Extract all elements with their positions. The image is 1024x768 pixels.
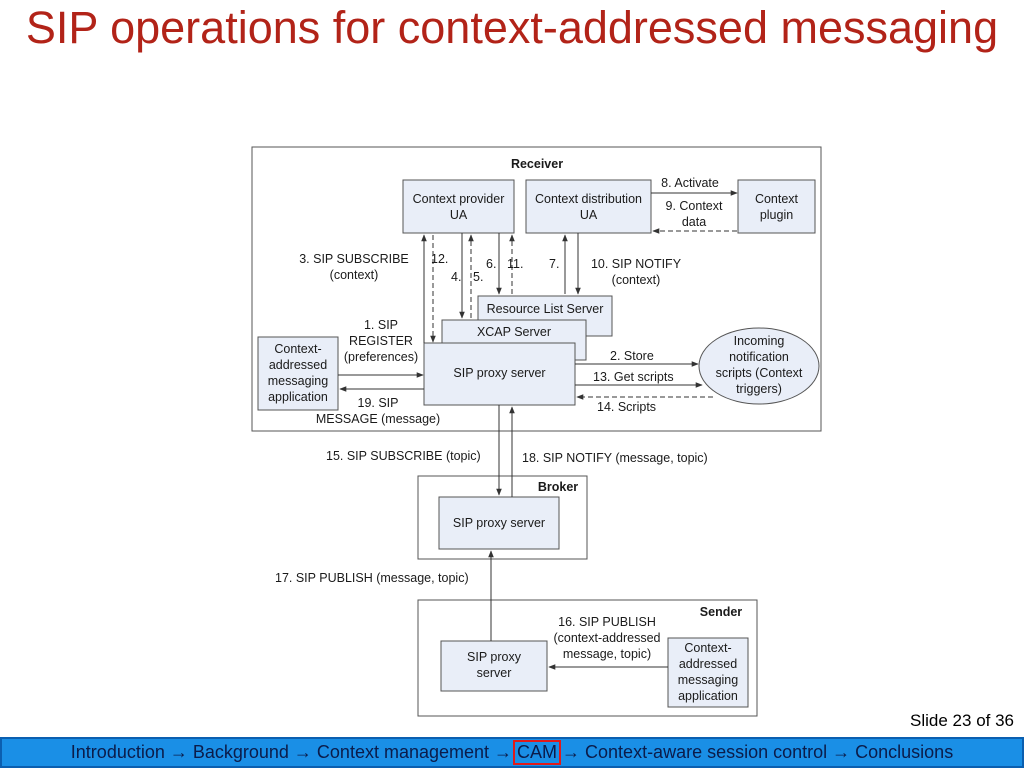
incoming-notification-scripts-ellipse: Incoming notification scripts (Context t…: [698, 327, 820, 405]
label-10-sip-notify: (context): [612, 273, 661, 287]
cam-application-sender-line: messaging: [678, 673, 738, 687]
context-distribution-ua-line: UA: [580, 208, 598, 222]
xcap-server-line: XCAP Server: [477, 325, 551, 339]
label-18-sip-notify-topic: 18. SIP NOTIFY (message, topic): [522, 451, 708, 465]
label-6: 6.: [486, 257, 496, 271]
cam-application-sender-line: Context-: [684, 641, 731, 655]
label-4: 4.: [451, 270, 461, 284]
label-19-sip-message: 19. SIP: [358, 396, 399, 410]
label-14-scripts: 14. Scripts: [597, 400, 656, 414]
nav-previous-sections[interactable]: Introduction → Background → Context mana…: [70, 742, 513, 762]
sip-proxy-server-sender-line: SIP proxy: [467, 650, 522, 664]
cam-application-sender-box: Context- addressed messaging application: [667, 637, 749, 708]
navigation-bar: Introduction → Background → Context mana…: [0, 737, 1024, 768]
broker-label: Broker: [538, 480, 578, 494]
label-8-activate: 8. Activate: [661, 176, 719, 190]
cam-application-sender-line: addressed: [679, 657, 737, 671]
incoming-scripts-line: Incoming: [734, 334, 785, 348]
nav-current-section[interactable]: CAM: [513, 740, 562, 765]
label-1-sip-register: REGISTER: [349, 334, 413, 348]
label-9-context-data: 9. Context: [666, 199, 724, 213]
context-plugin-box: Context plugin: [737, 179, 816, 234]
label-16-sip-publish: (context-addressed: [553, 631, 660, 645]
label-16-sip-publish: message, topic): [563, 647, 651, 661]
slide-title: SIP operations for context-addressed mes…: [25, 2, 999, 53]
sip-proxy-server-broker-box: SIP proxy server: [438, 496, 560, 550]
label-15-sip-subscribe-topic: 15. SIP SUBSCRIBE (topic): [326, 449, 481, 463]
context-provider-ua-box: Context provider UA: [402, 179, 515, 234]
cam-application-receiver-line: messaging: [268, 374, 328, 388]
sip-proxy-server-sender-box: SIP proxy server: [440, 640, 548, 692]
context-provider-ua-line: Context provider: [413, 192, 505, 206]
context-distribution-ua-line: Context distribution: [535, 192, 642, 206]
sip-operations-diagram: Receiver Broker Sender Context provider …: [251, 146, 822, 717]
cam-application-receiver-line: Context-: [274, 342, 321, 356]
cam-application-sender-line: application: [678, 689, 738, 703]
slide-number: Slide 23 of 36: [910, 711, 1014, 730]
sip-proxy-server-receiver-line: SIP proxy server: [453, 366, 545, 380]
sender-label: Sender: [700, 605, 743, 619]
label-2-store: 2. Store: [610, 349, 654, 363]
cam-application-receiver-line: addressed: [269, 358, 327, 372]
context-plugin-line: plugin: [760, 208, 793, 222]
label-1-sip-register: 1. SIP: [364, 318, 398, 332]
label-5: 5.: [473, 270, 483, 284]
label-16-sip-publish: 16. SIP PUBLISH: [558, 615, 656, 629]
incoming-scripts-line: scripts (Context: [716, 366, 803, 380]
label-9-context-data: data: [682, 215, 706, 229]
label-12: 12.: [431, 252, 448, 266]
cam-application-receiver-line: application: [268, 390, 328, 404]
label-11: 11.: [507, 257, 523, 271]
label-3-sip-subscribe: 3. SIP SUBSCRIBE: [299, 252, 409, 266]
label-17-sip-publish: 17. SIP PUBLISH (message, topic): [275, 571, 469, 585]
context-plugin-line: Context: [755, 192, 799, 206]
context-provider-ua-line: UA: [450, 208, 468, 222]
sip-proxy-server-receiver-box: SIP proxy server: [423, 342, 576, 406]
cam-application-receiver-box: Context- addressed messaging application: [257, 336, 339, 411]
nav-next-sections[interactable]: → Context-aware session control → Conclu…: [562, 742, 954, 762]
sip-proxy-server-broker-line: SIP proxy server: [453, 516, 545, 530]
context-distribution-ua-box: Context distribution UA: [525, 179, 652, 234]
label-7: 7.: [549, 257, 559, 271]
incoming-scripts-line: notification: [729, 350, 789, 364]
incoming-scripts-line: triggers): [736, 382, 782, 396]
receiver-label: Receiver: [511, 157, 563, 171]
label-3-sip-subscribe: (context): [330, 268, 379, 282]
sip-proxy-server-sender-line: server: [477, 666, 512, 680]
label-1-sip-register: (preferences): [344, 350, 418, 364]
label-19-sip-message: MESSAGE (message): [316, 412, 440, 426]
label-13-get-scripts: 13. Get scripts: [593, 370, 674, 384]
label-10-sip-notify: 10. SIP NOTIFY: [591, 257, 682, 271]
resource-list-server-line: Resource List Server: [487, 302, 604, 316]
